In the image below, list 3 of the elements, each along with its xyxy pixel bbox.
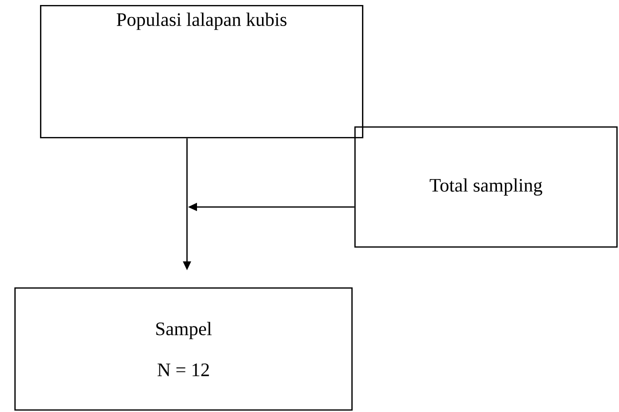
process-box: Sampel N = 12 — [14, 287, 353, 411]
process-box: Populasi lalapan kubis — [40, 5, 364, 138]
process-box: Total sampling — [354, 126, 618, 248]
